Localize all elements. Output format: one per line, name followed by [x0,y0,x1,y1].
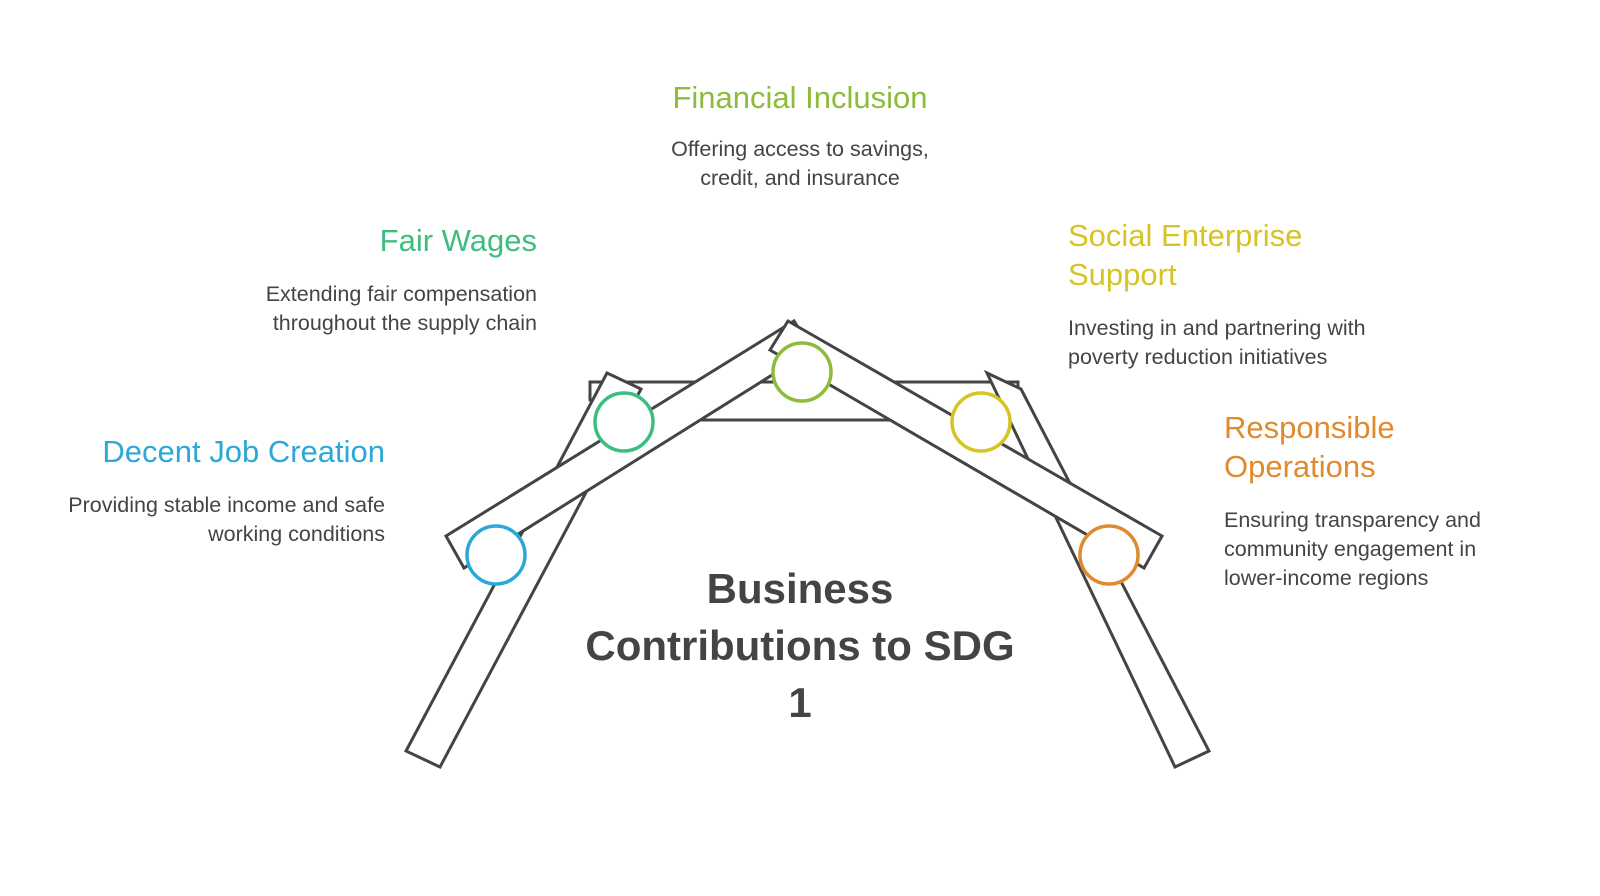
item-description: Offering access to savings, credit, and … [671,137,929,190]
item-title: Decent Job Creation [102,434,385,469]
item-description: Providing stable income and safe working… [68,493,385,546]
item-title: Social Enterprise Support [1068,218,1303,292]
fair-wages-node [593,391,655,453]
financial-inclusion-node [771,341,833,403]
item-description: Ensuring transparency and community enga… [1224,508,1481,590]
financial-inclusion-item: Financial Inclusion Offering access to s… [650,78,950,193]
item-title: Responsible Operations [1224,410,1395,484]
item-title: Financial Inclusion [672,80,928,115]
item-description: Investing in and partnering with poverty… [1068,316,1366,369]
social-enterprise-node [950,391,1012,453]
item-title: Fair Wages [379,223,537,258]
responsible-operations-item: Responsible Operations Ensuring transpar… [1224,408,1524,593]
decent-job-creation-item: Decent Job Creation Providing stable inc… [60,432,385,549]
item-description: Extending fair compensation throughout t… [265,282,537,335]
social-enterprise-support-item: Social Enterprise Support Investing in a… [1068,216,1368,372]
decent-job-node [465,524,527,586]
fair-wages-item: Fair Wages Extending fair compensation t… [250,221,537,338]
responsible-operations-node [1078,524,1140,586]
diagram-center-title: Business Contributions to SDG 1 [585,565,1015,726]
